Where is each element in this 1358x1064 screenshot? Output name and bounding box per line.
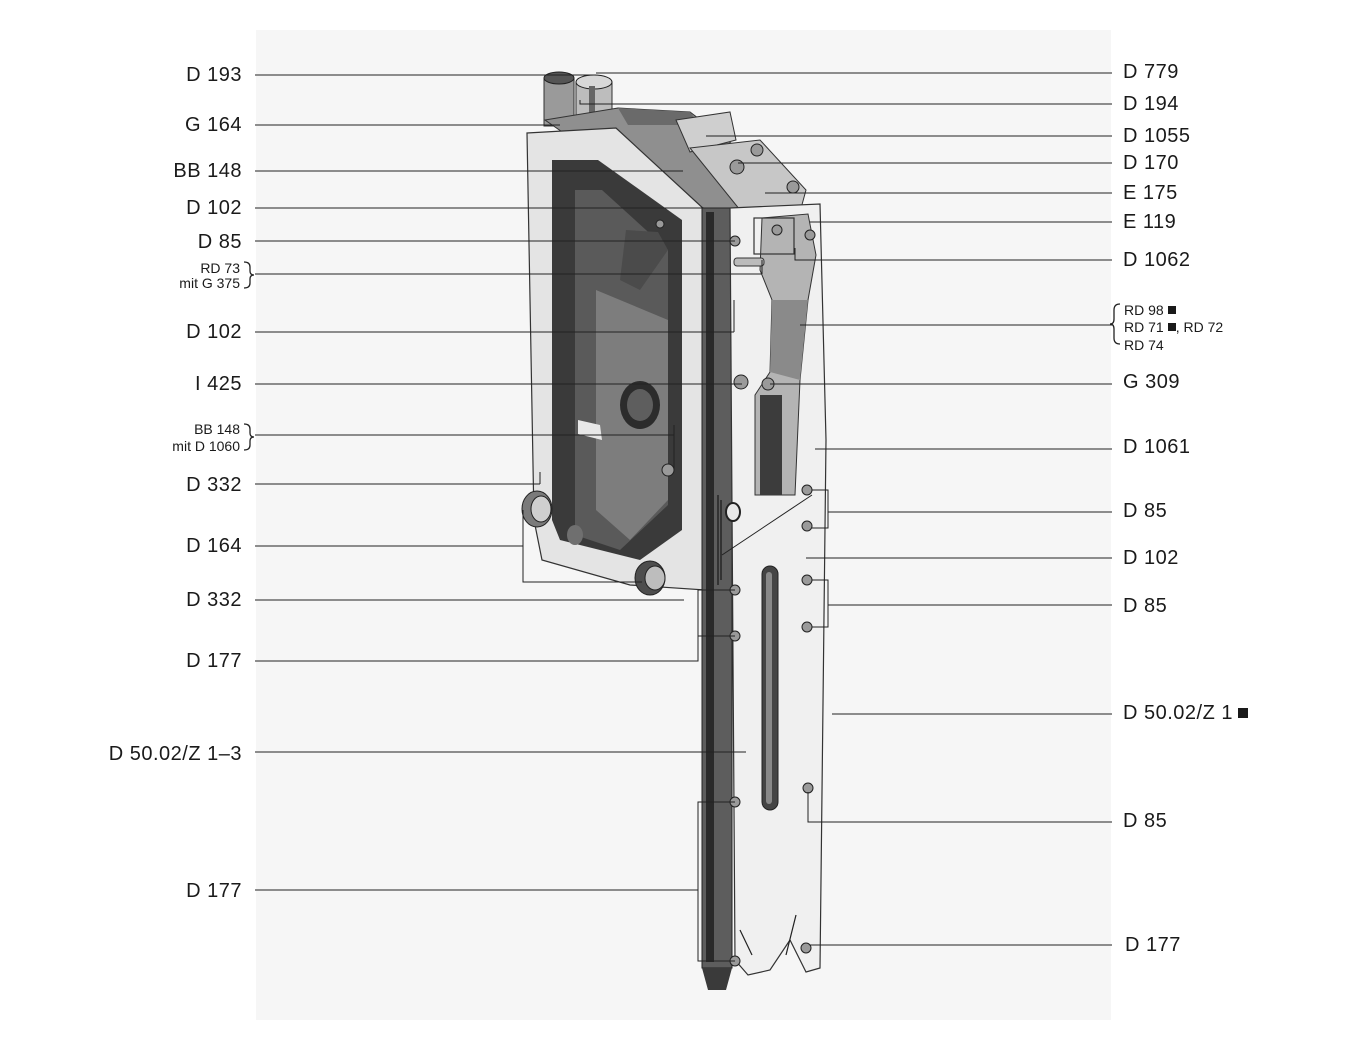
braces [243,261,1121,451]
label-d177-upper: D 177 [186,650,242,672]
label-rd98-row: RD 98 [1124,303,1176,318]
label-e119: E 119 [1123,211,1177,233]
label-i425: I 425 [195,373,242,395]
label-d170: D 170 [1123,152,1179,174]
frame-hole [567,525,583,545]
label-d332-top: D 332 [186,474,242,496]
label-e175: E 175 [1123,182,1178,204]
label-d177-right: D 177 [1125,934,1181,956]
label-d177-lower: D 177 [186,880,242,902]
top-bracket [689,139,807,213]
label-d85-right-a: D 85 [1123,500,1168,522]
serrated-strip [717,495,722,585]
lever-slot [760,395,782,495]
label-d102-right: D 102 [1123,547,1179,569]
label-rd73: RD 73 [200,260,240,276]
square-marker-icon [1167,323,1176,331]
label-d164: D 164 [186,535,242,557]
label-d102-top: D 102 [186,197,242,219]
label-g309: G 309 [1123,371,1180,393]
square-marker-icon [1167,306,1176,314]
label-mit-d1060: mit D 1060 [172,438,240,454]
label-d85-right-b: D 85 [1123,595,1168,617]
label-d5002-z1-row: D 50.02/Z 1 [1123,702,1249,724]
small-bracket [753,217,795,255]
small-pin [733,257,765,267]
leader-lines-right [579,72,1112,946]
label-bb148-sub: BB 148 [194,421,240,437]
lower-knob [634,560,666,596]
front-rail-edge [706,212,714,962]
label-d332-bottom: D 332 [186,589,242,611]
screws [655,143,816,967]
ring-washer [725,502,741,522]
label-d102-mid: D 102 [186,321,242,343]
label-d1055: D 1055 [1123,125,1191,147]
top-spring-clip [675,111,737,153]
label-d85-right-c: D 85 [1123,810,1168,832]
label-d85-left: D 85 [197,231,242,253]
label-g164: G 164 [185,114,242,136]
label-mit-g375: mit G 375 [179,275,240,291]
rail-tip [702,968,732,990]
label-d1062: D 1062 [1123,249,1191,271]
label-d1061: D 1061 [1123,436,1191,458]
square-marker-icon [1238,708,1249,718]
label-d194: D 194 [1123,93,1179,115]
label-d193: D 193 [186,64,242,86]
label-bb148: BB 148 [173,160,242,182]
label-rd71-row: RD 71 , RD 72 [1124,320,1223,335]
inner-arm [620,230,668,290]
label-d5002-z1-3: D 50.02/Z 1–3 [108,743,242,765]
leader-lines-left [255,74,763,962]
knurled-knob [521,490,553,528]
label-rd74: RD 74 [1124,337,1164,353]
label-d779: D 779 [1123,61,1179,83]
label-rd72: , RD 72 [1175,319,1224,335]
label-d5002-z1: D 50.02/Z 1 [1123,702,1234,724]
label-rd71: RD 71 [1124,319,1164,335]
lever-face [770,300,808,380]
inner-guide-line [721,494,813,556]
bottom-marks [739,914,797,956]
label-rd98: RD 98 [1124,302,1164,318]
